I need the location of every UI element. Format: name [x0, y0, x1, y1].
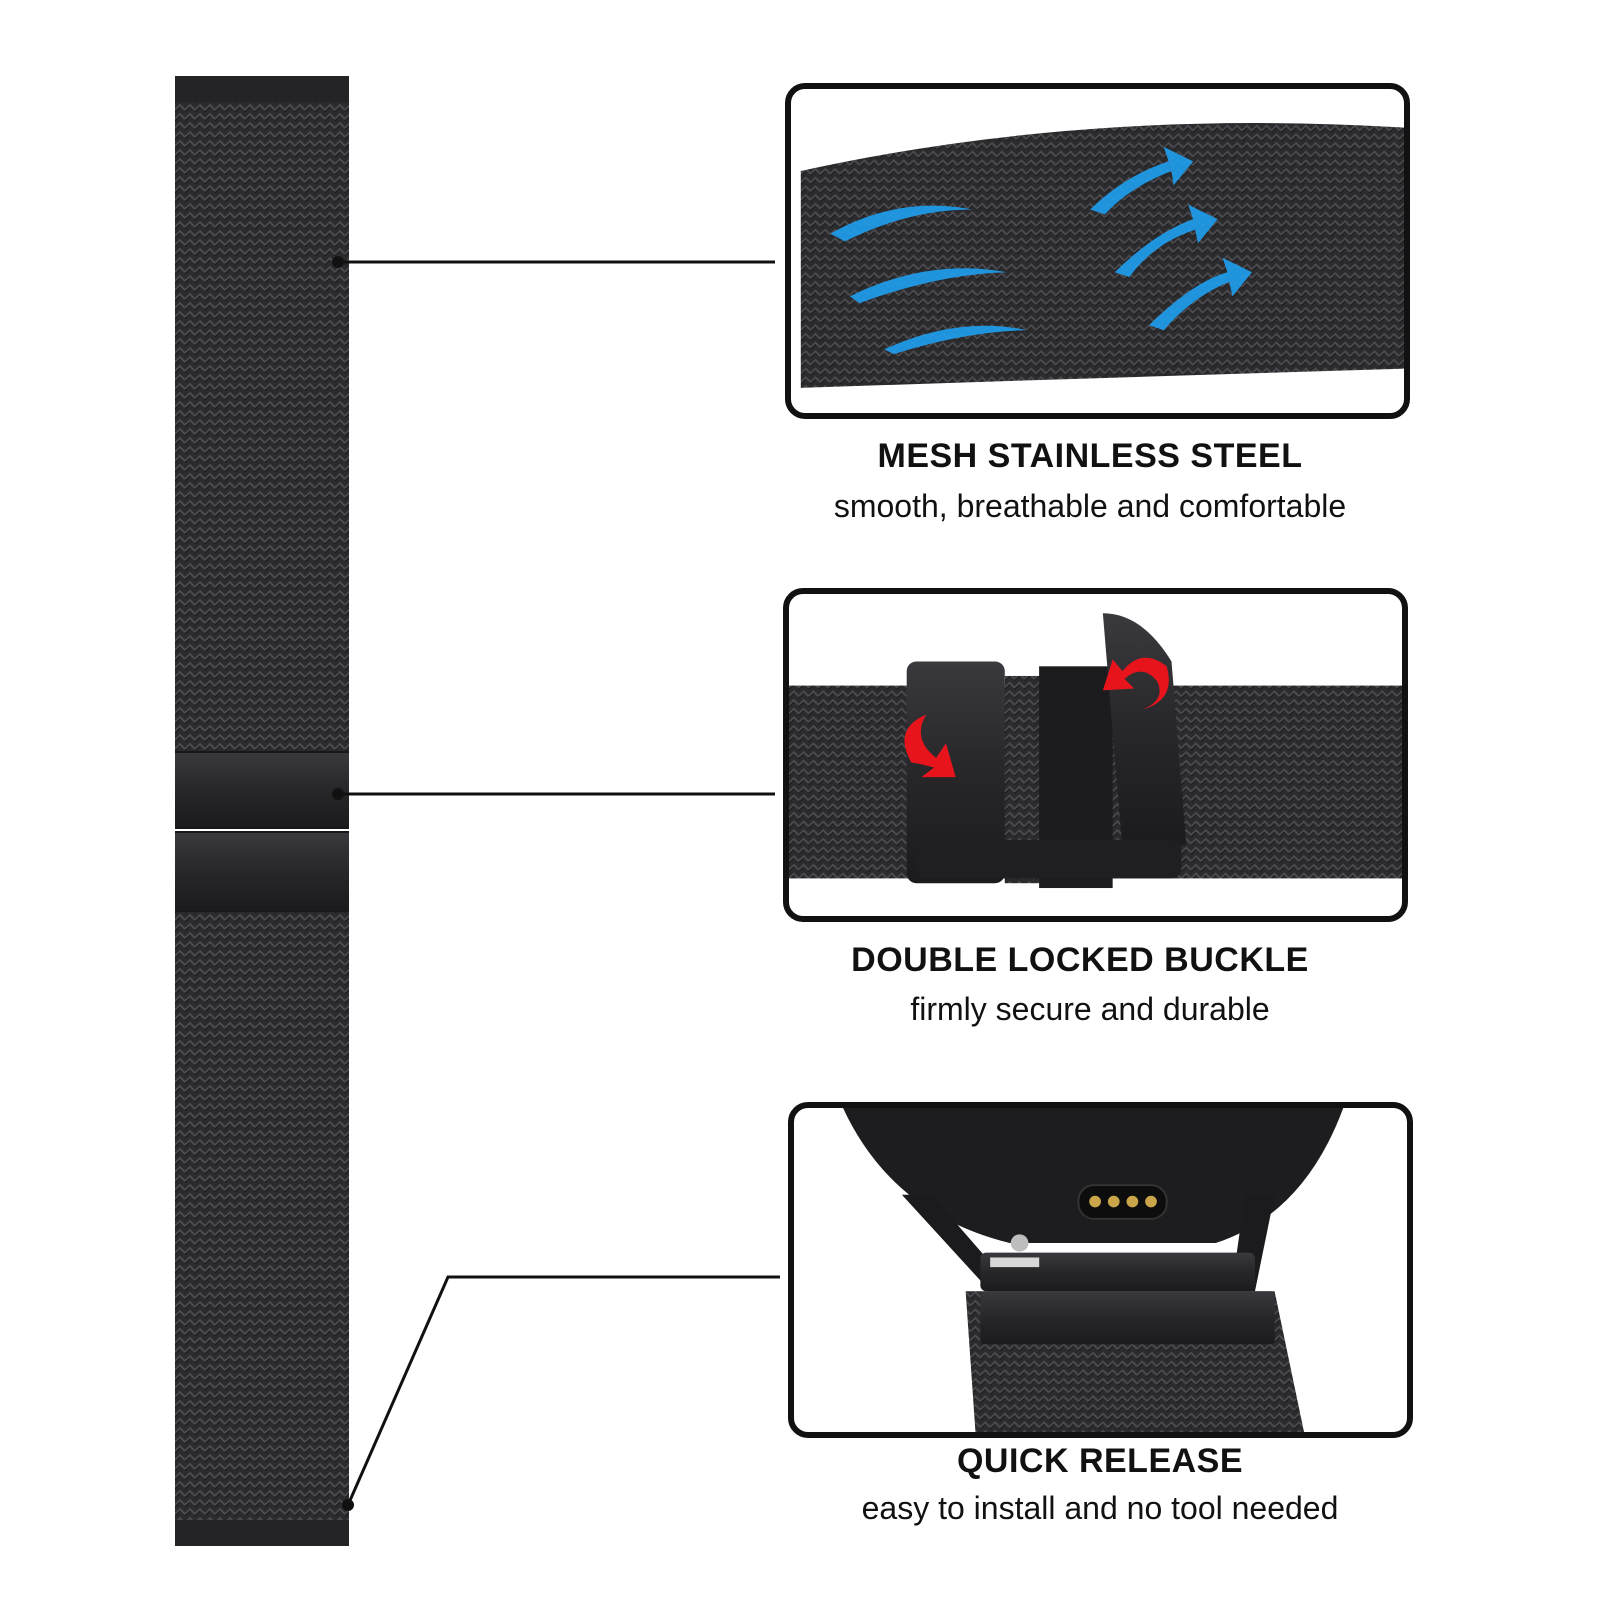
- feature-title-buckle: DOUBLE LOCKED BUCKLE: [851, 941, 1309, 979]
- quick-release-pin-icon: [990, 1234, 1040, 1268]
- feature-subtitle-mesh: smooth, breathable and comfortable: [833, 488, 1347, 524]
- buckle-detail-panel: [783, 588, 1408, 922]
- rotate-arrows-icon: [904, 657, 1169, 778]
- mesh-strap-image: [175, 76, 349, 1546]
- feature-subtitle-buckle: firmly secure and durable: [910, 991, 1270, 1027]
- mesh-detail-panel: [785, 83, 1410, 419]
- quick-release-panel: [788, 1102, 1413, 1438]
- feature-subtitle-quick-release: easy to install and no tool needed: [861, 1490, 1339, 1526]
- feature-title-mesh: MESH STAINLESS STEEL: [877, 437, 1303, 475]
- feature-title-quick-release: QUICK RELEASE: [956, 1442, 1244, 1480]
- airflow-arrows-icon: [830, 146, 1252, 355]
